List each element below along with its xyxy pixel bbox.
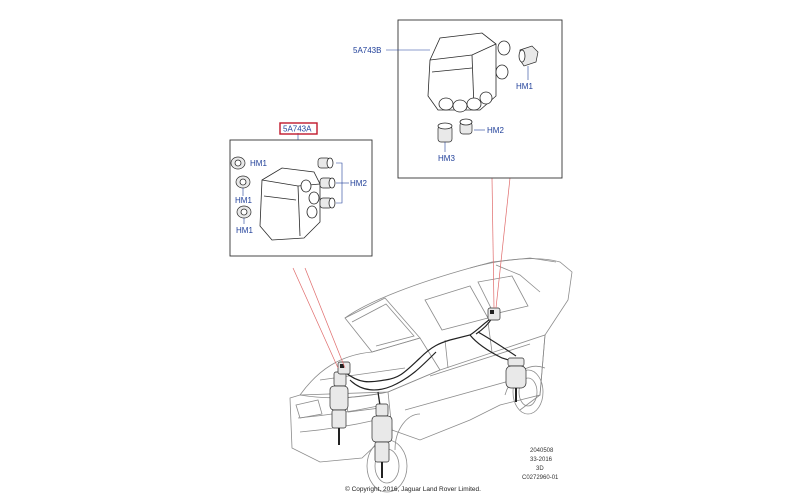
- rear-air-spring: [505, 357, 527, 402]
- callout-5a743a-highlight-box: [279, 122, 318, 135]
- hm1-seal-cap-b: [518, 45, 539, 80]
- hm2-seal-caps-a: [317, 157, 349, 209]
- inset-panel-5a743b: 5A743B HM1 HM2 HM3: [353, 19, 563, 179]
- label-hm1-a-top: HM1: [250, 159, 267, 168]
- reference-line-2: 33-2016: [530, 457, 553, 463]
- callout-5a743b: 5A743B: [353, 46, 381, 55]
- hm1-seal-caps-a: [230, 156, 252, 224]
- valve-block-b-illustration: [427, 32, 511, 113]
- reference-line-1: 2040508: [530, 448, 554, 454]
- copyright-notice: © Copyright, 2016, Jaguar Land Rover Lim…: [345, 485, 481, 493]
- reference-line-3: 3D: [536, 466, 544, 472]
- callout-5a743a: 5A743A: [283, 125, 312, 134]
- label-hm2-b: HM2: [487, 126, 504, 135]
- location-indicator-lines: [292, 177, 511, 369]
- hm3-seal-cap-b: [437, 122, 453, 152]
- front-valve-block-on-vehicle: [337, 361, 351, 375]
- label-hm1-b: HM1: [516, 82, 533, 91]
- inset-panel-5a743a: HM1 HM1 HM1 HM2 5A743A: [229, 122, 373, 257]
- front-right-air-strut: [371, 403, 393, 478]
- label-hm1-a-middle: HM1: [235, 196, 252, 205]
- valve-block-a-illustration: [259, 167, 321, 241]
- drawing-reference-block: 2040508 33-2016 3D C0272960-01: [522, 448, 559, 481]
- reference-line-4: C0272960-01: [522, 475, 559, 481]
- hm2-seal-cap-b: [459, 118, 485, 135]
- label-hm3-b: HM3: [438, 154, 455, 163]
- rear-valve-block-on-vehicle: [487, 307, 501, 321]
- label-hm2-a: HM2: [350, 179, 367, 188]
- label-hm1-a-bottom: HM1: [236, 226, 253, 235]
- front-left-air-strut: [329, 371, 349, 445]
- air-supply-hoses: [344, 307, 517, 406]
